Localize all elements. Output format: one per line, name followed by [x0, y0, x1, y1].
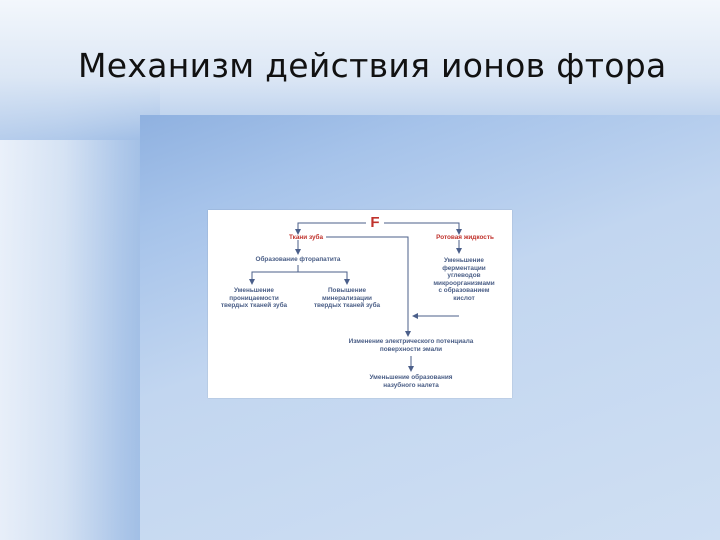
node-permeability: Уменьшение проницаемости твердых тканей …: [221, 287, 287, 310]
node-plaque-line: назубного налета: [383, 381, 439, 389]
node-mineralization: Повышение минерализации твердых тканей з…: [314, 287, 380, 310]
node-fermentation-line: ферментации: [442, 264, 486, 272]
slide-title: Механизм действия ионов фтора: [78, 46, 667, 85]
node-mineralization-line: минерализации: [322, 294, 372, 302]
arrow-tissue-to-potential: [326, 236, 411, 337]
node-fermentation-line: углеводов: [447, 272, 481, 280]
node-potential-line: Изменение электрического потенциала: [348, 338, 474, 345]
node-fermentation-line: с образованием: [438, 287, 490, 295]
diagram-connectors: [249, 222, 462, 372]
node-mineralization-line: Повышение: [327, 287, 367, 294]
node-permeability-line: Уменьшение: [234, 287, 274, 294]
diagram-figure: F Ткани зуба Ротовая жидкость Образовани…: [208, 210, 512, 398]
node-oral-fluid: Ротовая жидкость: [436, 234, 494, 241]
node-mineralization-line: твердых тканей зуба: [313, 302, 381, 310]
node-permeability-line: проницаемости: [229, 294, 279, 302]
node-plaque-line: Уменьшение образования: [369, 374, 453, 381]
arrow-fluorapatite-split-right: [298, 271, 350, 285]
node-permeability-line: твердых тканей зуба: [220, 302, 288, 310]
arrow-fluorapatite-split-left: [249, 265, 299, 285]
node-fermentation-line: микроорганизмами: [433, 279, 495, 287]
node-potential: Изменение электрического потенциала пове…: [349, 338, 474, 353]
node-plaque: Уменьшение образования назубного налета: [370, 374, 453, 389]
node-fluorapatite: Образование фторапатита: [255, 256, 341, 263]
node-fermentation-line: Уменьшение: [444, 257, 484, 264]
arrow-f-to-oral-fluid: [384, 222, 462, 235]
node-tissue: Ткани зуба: [288, 234, 324, 241]
node-potential-line: поверхности эмали: [379, 345, 443, 353]
node-fluorine: F: [370, 214, 380, 231]
arrow-f-to-tissue: [295, 222, 366, 235]
node-fermentation-line: кислот: [453, 294, 475, 302]
node-fermentation: Уменьшение ферментации углеводов микроор…: [433, 257, 494, 303]
